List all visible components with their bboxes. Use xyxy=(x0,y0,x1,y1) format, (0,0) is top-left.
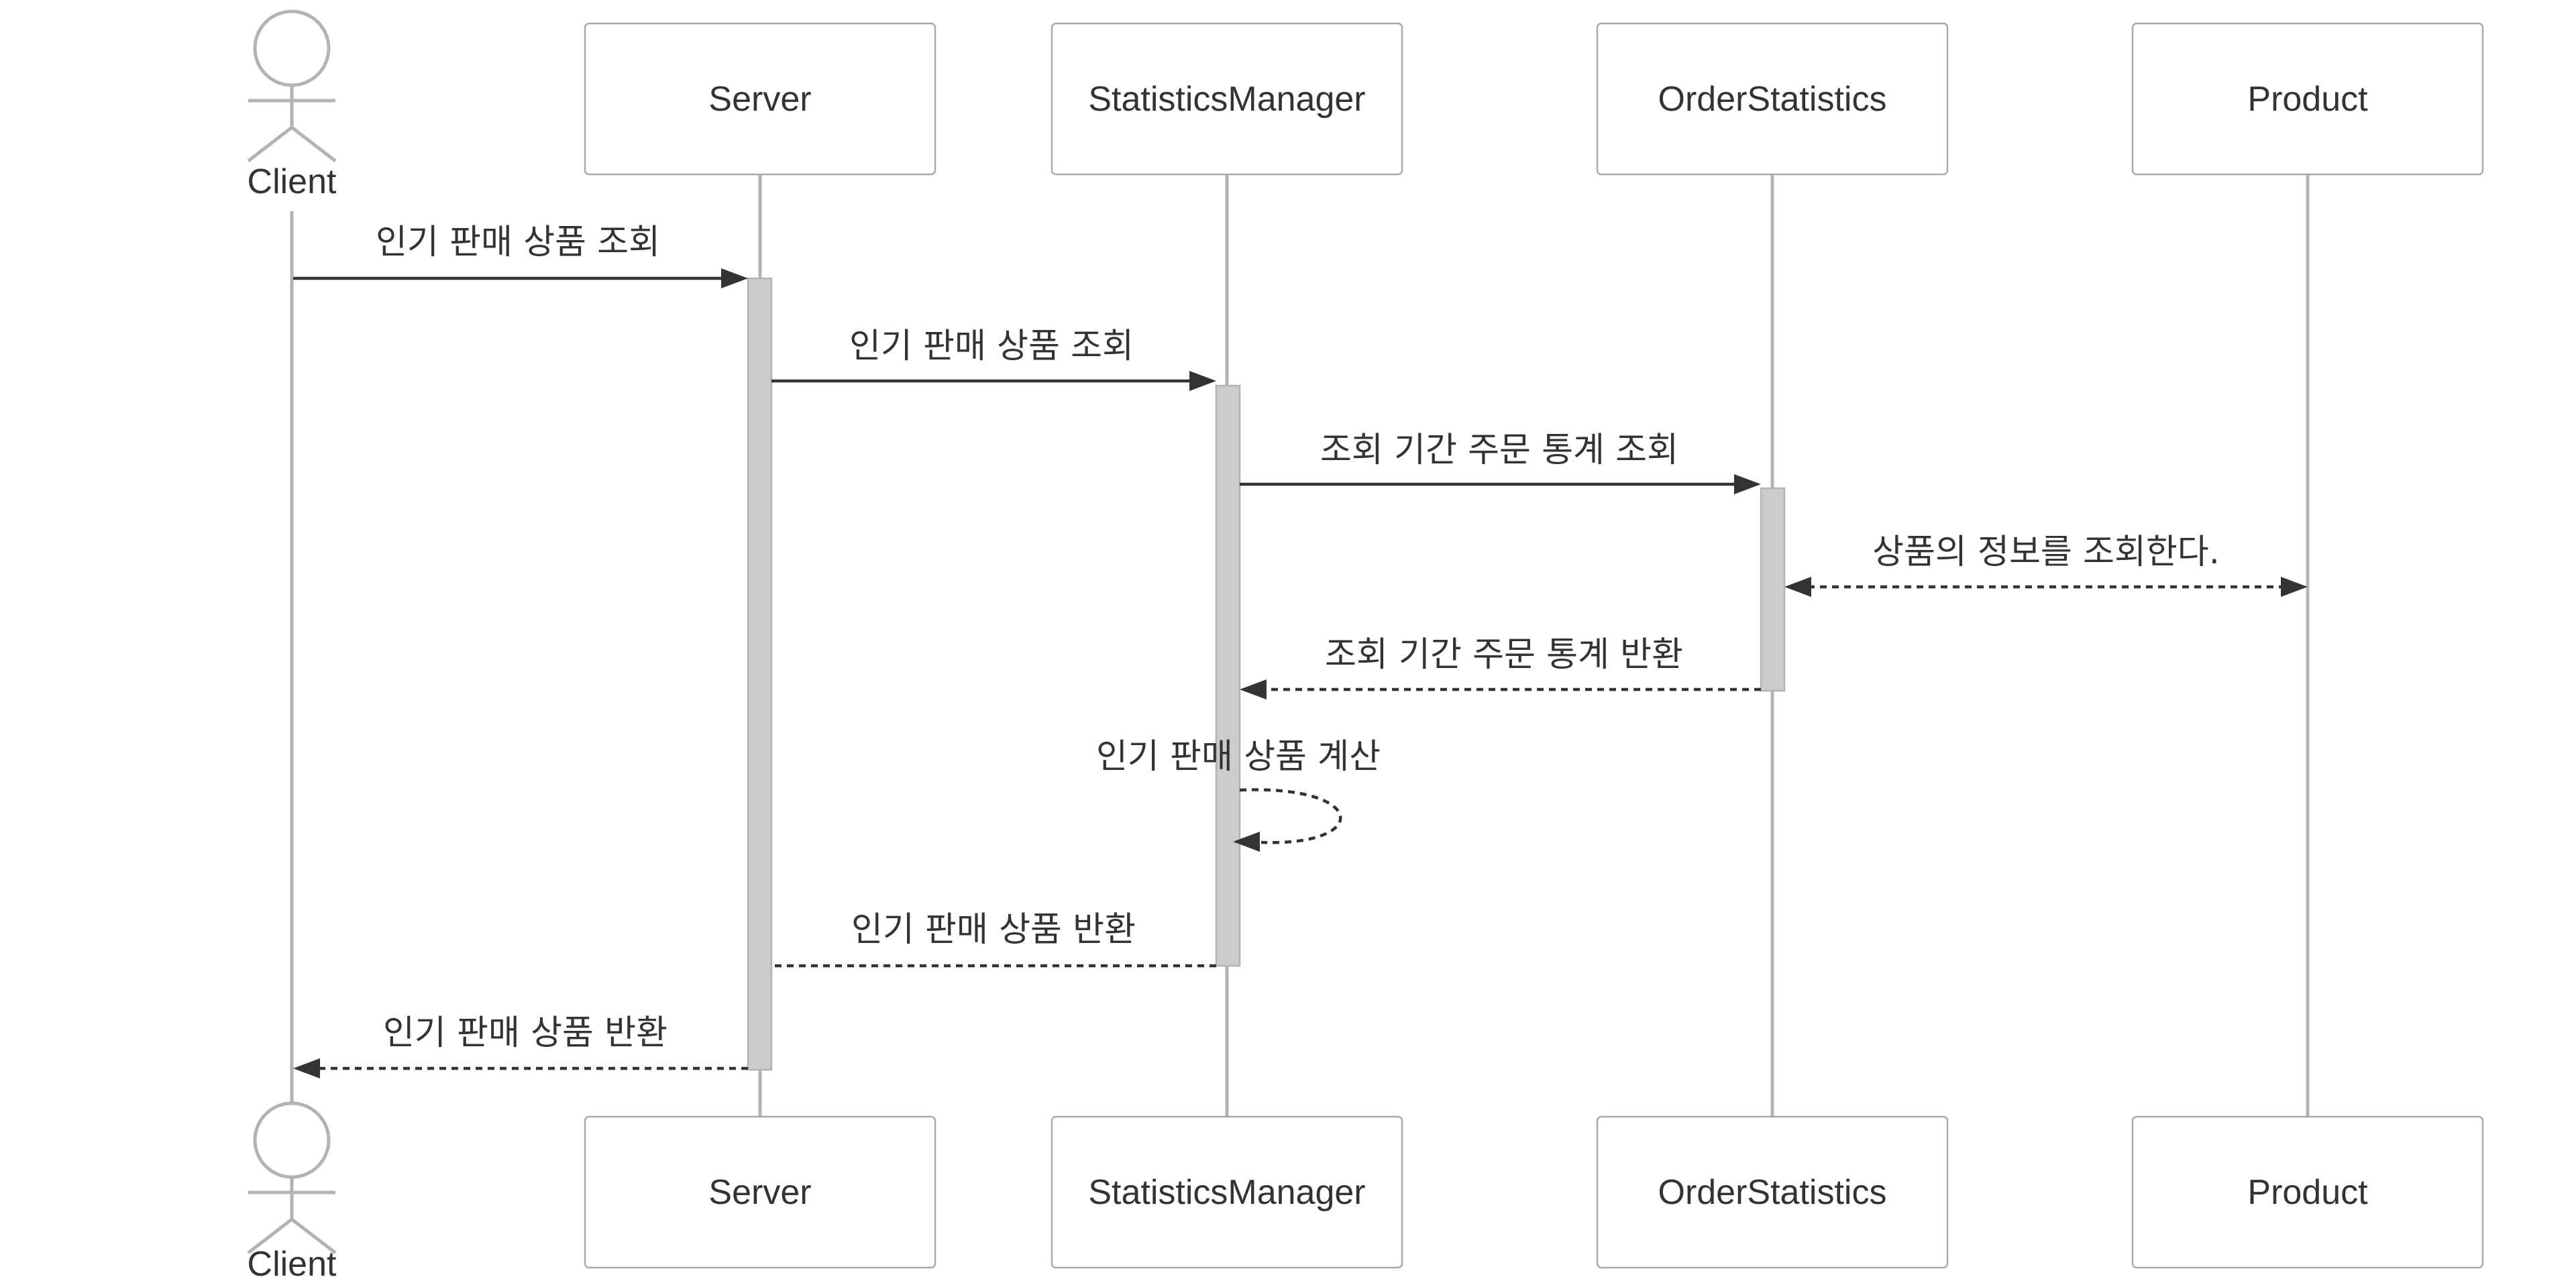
message-label: 인기 판매 상품 반환 xyxy=(851,910,1136,950)
client-actor-top: Client xyxy=(247,9,337,201)
statistics-manager-label-bottom: StatisticsManager xyxy=(1088,1173,1365,1212)
order-statistics-box-top: OrderStatistics xyxy=(1596,22,1949,176)
statistics-manager-label-top: StatisticsManager xyxy=(1088,80,1365,119)
message-7: 인기 판매 상품 반환 xyxy=(771,910,1216,968)
message-label: 조회 기간 주문 통계 조회 xyxy=(1320,431,1678,470)
message-label: 상품의 정보를 조회한다. xyxy=(1872,533,2220,572)
server-label-top: Server xyxy=(708,80,811,119)
message-8: 인기 판매 상품 반환 xyxy=(293,1013,748,1078)
arrowhead xyxy=(1240,679,1267,700)
arrowhead xyxy=(1233,832,1260,852)
product-label-top: Product xyxy=(2247,80,2368,119)
message-6: 인기 판매 상품 계산 xyxy=(1096,737,1381,852)
actor-head xyxy=(253,1101,331,1179)
statistics-manager-box-bottom: StatisticsManager xyxy=(1051,1115,1403,1269)
message-label: 인기 판매 상품 반환 xyxy=(383,1013,667,1053)
message-label: 조회 기간 주문 통계 반환 xyxy=(1325,635,1683,675)
order-statistics-activation xyxy=(1760,487,1786,692)
message-1: 인기 판매 상품 조회 xyxy=(293,223,748,288)
arrowhead xyxy=(1734,474,1761,494)
message-5: 조회 기간 주문 통계 반환 xyxy=(1240,635,1761,700)
statistics-manager-activation xyxy=(1215,384,1241,967)
client-actor-bottom: Client xyxy=(247,1101,337,1281)
message-3: 조회 기간 주문 통계 조회 xyxy=(1240,431,1761,494)
client-label-bottom: Client xyxy=(248,1245,337,1281)
arrowhead xyxy=(1189,371,1216,391)
order-statistics-label-bottom: OrderStatistics xyxy=(1658,1173,1887,1212)
order-statistics-box-bottom: OrderStatistics xyxy=(1596,1115,1949,1269)
client-label-top: Client xyxy=(248,162,337,201)
actor-head xyxy=(253,9,331,87)
arrowhead xyxy=(2281,577,2308,597)
order-statistics-label-top: OrderStatistics xyxy=(1658,80,1887,119)
message-2: 인기 판매 상품 조회 xyxy=(771,327,1216,391)
arrowhead xyxy=(293,1058,320,1078)
arrowhead xyxy=(721,268,748,288)
arrowhead xyxy=(1784,577,1811,597)
statistics-manager-box-top: StatisticsManager xyxy=(1051,22,1403,176)
server-box-top: Server xyxy=(584,22,936,176)
product-box-bottom: Product xyxy=(2131,1115,2484,1269)
product-label-bottom: Product xyxy=(2247,1173,2368,1212)
message-label: 인기 판매 상품 조회 xyxy=(376,223,660,262)
server-activation xyxy=(747,277,773,1071)
message-4: 상품의 정보를 조회한다. xyxy=(1784,533,2308,597)
message-label: 인기 판매 상품 계산 xyxy=(1096,737,1381,777)
message-label: 인기 판매 상품 조회 xyxy=(849,327,1134,366)
server-box-bottom: Server xyxy=(584,1115,936,1269)
server-label-bottom: Server xyxy=(708,1173,811,1212)
product-box-top: Product xyxy=(2131,22,2484,176)
